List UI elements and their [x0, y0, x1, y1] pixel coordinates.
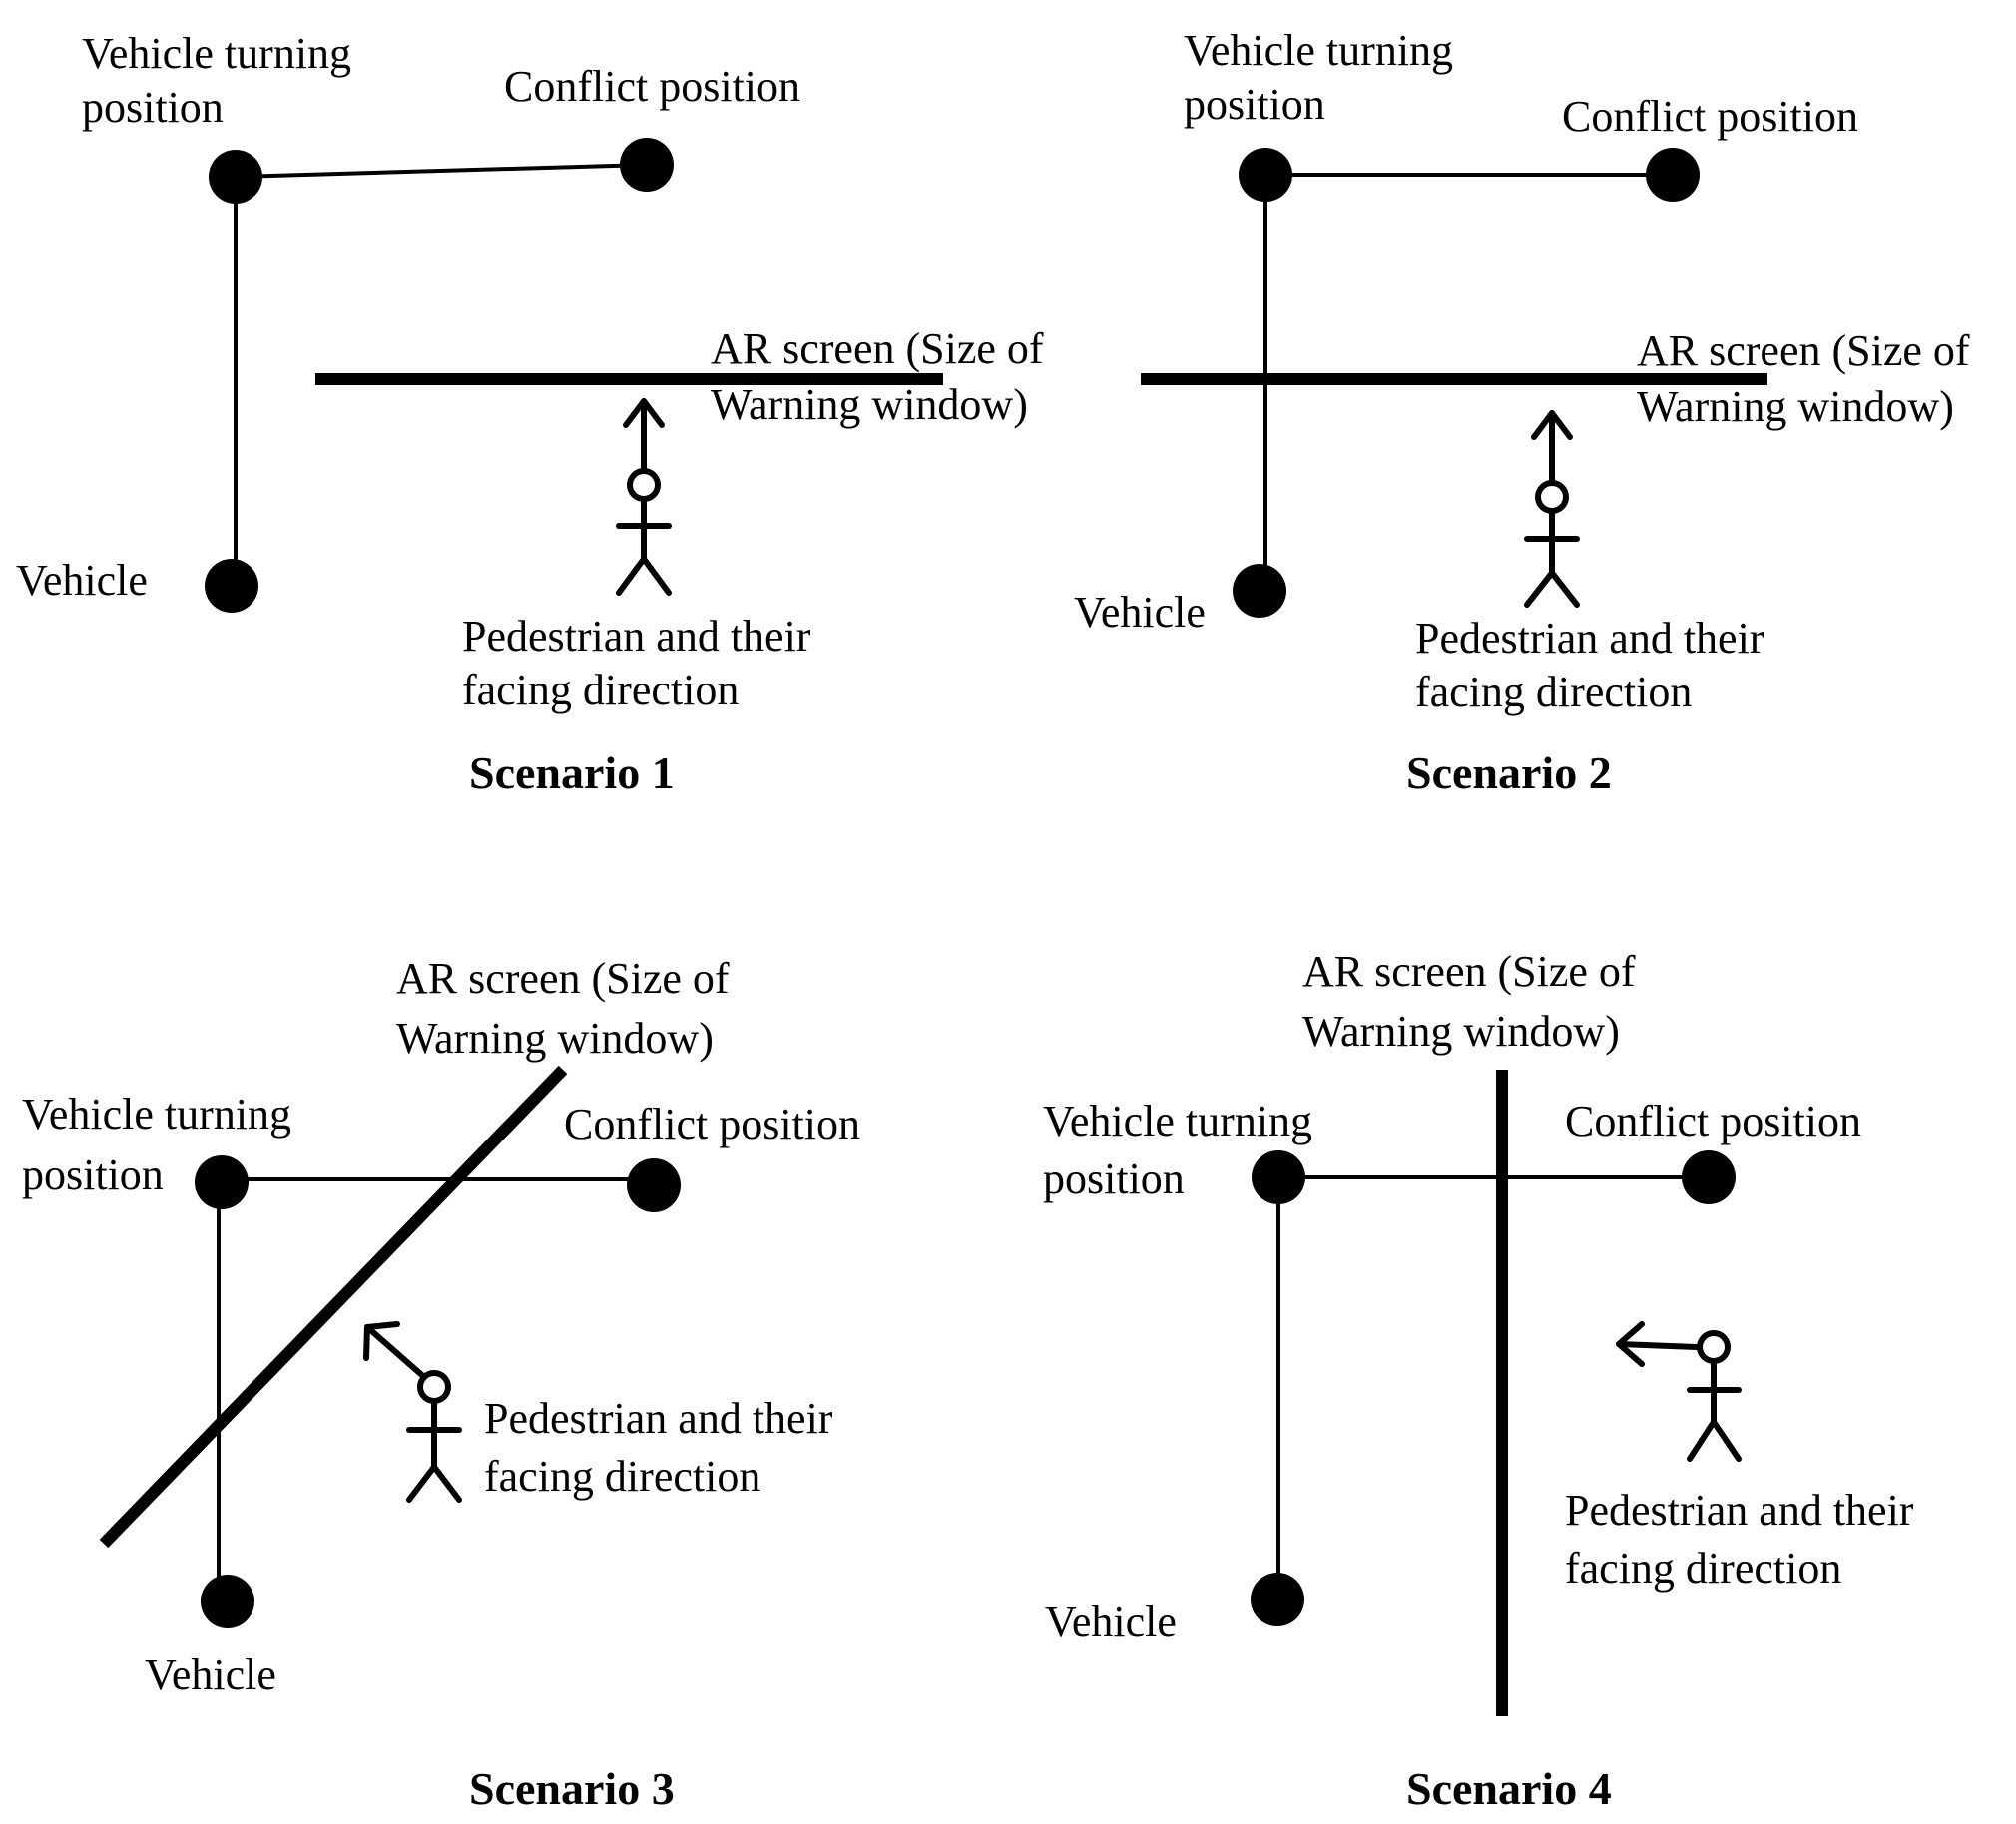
vehicle-turning-label: Vehicle turning position: [82, 29, 362, 132]
ar-screen-label: AR screen (Size of Warning window): [396, 954, 741, 1063]
vehicle-label: Vehicle: [1045, 1597, 1177, 1646]
scenario-1-panel: Vehicle turning position Conflict positi…: [16, 29, 1055, 798]
scenario-title: Scenario 1: [469, 747, 675, 798]
pedestrian-figure: [616, 398, 672, 596]
conflict-label: Conflict position: [564, 1100, 860, 1148]
pedestrian-label: Pedestrian and their facing direction: [484, 1394, 843, 1501]
pedestrian-figure: [1616, 1321, 1742, 1462]
ar-screen-label: AR screen (Size of Warning window): [1637, 326, 1981, 431]
scenario-title: Scenario 2: [1406, 747, 1612, 798]
road-segment-horizontal: [235, 163, 648, 179]
ar-screen-label: AR screen (Size of Warning window): [711, 324, 1055, 429]
vehicle-label: Vehicle: [145, 1650, 276, 1699]
scenario-title: Scenario 3: [469, 1763, 675, 1814]
ar-screen-line: [99, 1065, 568, 1549]
scenario-3-panel: Vehicle turning position Conflict positi…: [22, 954, 860, 1814]
conflict-label: Conflict position: [1565, 1097, 1861, 1145]
conflict-node: [1646, 148, 1700, 202]
conflict-label: Conflict position: [504, 62, 800, 111]
conflict-node: [627, 1158, 681, 1212]
conflict-label: Conflict position: [1562, 92, 1858, 141]
vehicle-node: [1251, 1573, 1304, 1626]
scenario-2-panel: Vehicle turning position Conflict positi…: [1074, 26, 1981, 798]
pedestrian-label: Pedestrian and their facing direction: [462, 612, 821, 714]
vehicle-node: [1233, 564, 1286, 618]
vehicle-turning-node: [1239, 148, 1292, 202]
conflict-node: [1682, 1150, 1736, 1204]
pedestrian-figure: [363, 1321, 462, 1503]
scenario-title: Scenario 4: [1406, 1763, 1612, 1814]
vehicle-label: Vehicle: [16, 556, 148, 605]
vehicle-turning-node: [209, 150, 262, 204]
pedestrian-label: Pedestrian and their facing direction: [1565, 1486, 1924, 1593]
vehicle-turning-node: [1252, 1150, 1305, 1204]
vehicle-turning-label: Vehicle turning position: [22, 1090, 302, 1199]
vehicle-turning-label: Vehicle turning position: [1043, 1097, 1323, 1203]
pedestrian-figure: [1524, 410, 1580, 608]
vehicle-turning-label: Vehicle turning position: [1184, 26, 1464, 129]
conflict-node: [620, 138, 674, 192]
vehicle-node: [201, 1575, 254, 1628]
scenario-4-panel: Vehicle turning position Conflict positi…: [1043, 947, 1924, 1814]
vehicle-turning-node: [195, 1155, 249, 1209]
ar-screen-label: AR screen (Size of Warning window): [1302, 947, 1647, 1056]
vehicle-label: Vehicle: [1074, 588, 1206, 637]
vehicle-node: [205, 559, 258, 613]
pedestrian-label: Pedestrian and their facing direction: [1415, 614, 1774, 716]
